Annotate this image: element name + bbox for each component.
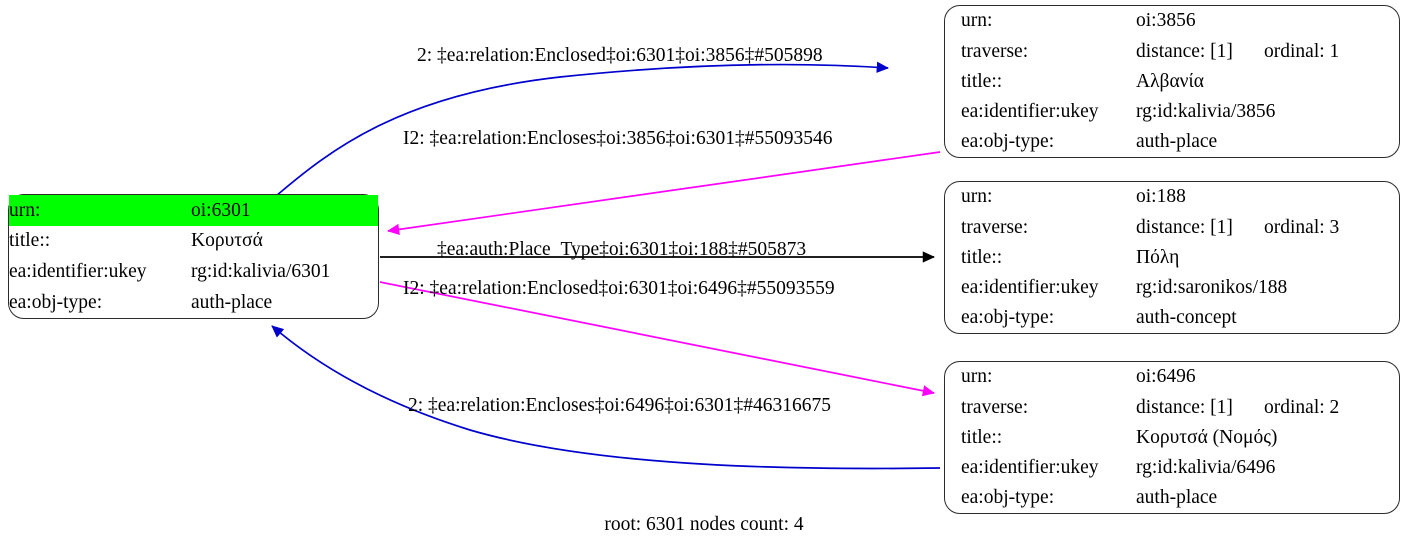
node-row-objtype: ea:obj-type: auth-place (945, 127, 1399, 157)
node-root-key-title: title:: (9, 230, 51, 252)
node-6496-key-ukey: ea:identifier:ukey (961, 456, 1099, 478)
node-3856-key-traverse: traverse: (961, 40, 1029, 62)
node-row-traverse: traverse: distance: [1] ordinal: 3 (945, 212, 1399, 242)
node-root-value-ukey: rg:id:kalivia/6301 (191, 261, 331, 283)
node-row-urn: urn: oi:3856 (945, 6, 1399, 36)
node-oi-6496[interactable]: urn: oi:6496 traverse: distance: [1] ordi… (944, 361, 1400, 514)
node-row-urn: urn: oi:6496 (945, 362, 1399, 392)
node-188-value-urn: oi:188 (1136, 186, 1186, 208)
node-row-traverse: traverse: distance: [1] ordinal: 1 (945, 36, 1399, 66)
node-3856-key-ukey: ea:identifier:ukey (961, 100, 1099, 122)
node-oi-188[interactable]: urn: oi:188 traverse: distance: [1] ordin… (944, 181, 1400, 334)
node-row-urn: urn: oi:6301 (9, 195, 378, 226)
node-6496-distance: distance: [1] (1136, 396, 1233, 418)
node-3856-value-objtype: auth-place (1136, 131, 1218, 153)
node-root-oi-6301[interactable]: urn: oi:6301 title:: Κορυτσά ea:identifi… (8, 194, 379, 319)
node-root-key-urn: urn: (9, 195, 191, 226)
node-row-title: title:: Πόλη (945, 242, 1399, 272)
node-3856-table: urn: oi:3856 traverse: distance: [1] ordi… (945, 6, 1399, 157)
node-row-ukey: ea:identifier:ukey rg:id:saronikos/188 (945, 273, 1399, 303)
node-6496-value-ukey: rg:id:kalivia/6496 (1136, 456, 1276, 478)
node-6496-ordinal: ordinal: 2 (1264, 396, 1340, 418)
node-root-value-objtype: auth-place (191, 291, 273, 313)
node-188-key-objtype: ea:obj-type: (961, 307, 1055, 329)
node-188-key-ukey: ea:identifier:ukey (961, 276, 1099, 298)
node-root-value-urn: oi:6301 (191, 195, 378, 226)
node-3856-distance: distance: [1] (1136, 40, 1233, 62)
node-6496-value-title: Κορυτσά (Νομός) (1136, 426, 1278, 448)
node-root-value-title: Κορυτσά (191, 230, 263, 252)
node-root-key-ukey: ea:identifier:ukey (9, 261, 147, 283)
node-6496-table: urn: oi:6496 traverse: distance: [1] ordi… (945, 362, 1399, 513)
node-6496-value-urn: oi:6496 (1136, 366, 1196, 388)
node-6496-value-objtype: auth-place (1136, 487, 1218, 509)
node-row-ukey: ea:identifier:ukey rg:id:kalivia/3856 (945, 97, 1399, 127)
node-3856-key-title: title:: (961, 70, 1003, 92)
node-188-value-objtype: auth-concept (1136, 307, 1237, 329)
node-root-key-objtype: ea:obj-type: (9, 291, 103, 313)
node-3856-key-urn: urn: (961, 10, 993, 32)
node-188-value-title: Πόλη (1136, 246, 1180, 268)
node-6496-key-traverse: traverse: (961, 396, 1029, 418)
node-row-objtype: ea:obj-type: auth-concept (945, 303, 1399, 333)
node-188-value-ukey: rg:id:saronikos/188 (1136, 276, 1288, 298)
node-6496-value-traverse: distance: [1] ordinal: 2 (1136, 392, 1399, 422)
node-row-objtype: ea:obj-type: auth-place (9, 287, 378, 318)
node-3856-value-traverse: distance: [1] ordinal: 1 (1136, 36, 1399, 66)
node-188-key-urn: urn: (961, 186, 993, 208)
node-188-value-traverse: distance: [1] ordinal: 3 (1136, 212, 1399, 242)
edge-label-place-type-188: ‡ea:auth:Place_Type‡oi:6301‡oi:188‡#5058… (437, 239, 807, 260)
node-3856-key-objtype: ea:obj-type: (961, 131, 1055, 153)
edge-label-encloses-3856: I2: ‡ea:relation:Encloses‡oi:3856‡oi:630… (403, 128, 833, 149)
node-row-urn: urn: oi:188 (945, 182, 1399, 212)
node-188-key-title: title:: (961, 246, 1003, 268)
node-row-ukey: ea:identifier:ukey rg:id:kalivia/6496 (945, 453, 1399, 483)
node-row-traverse: traverse: distance: [1] ordinal: 2 (945, 392, 1399, 422)
node-root-table: urn: oi:6301 title:: Κορυτσά ea:identifi… (9, 195, 378, 318)
edge-path-encloses-3856 (387, 151, 941, 235)
node-row-title: title:: Κορυτσά (Νομός) (945, 422, 1399, 452)
edge-label-encloses-6496: 2: ‡ea:relation:Encloses‡oi:6496‡oi:6301… (408, 395, 831, 416)
node-3856-value-title: Αλβανία (1136, 70, 1204, 92)
node-3856-value-ukey: rg:id:kalivia/3856 (1136, 100, 1276, 122)
node-row-title: title:: Αλβανία (945, 66, 1399, 96)
graph-caption: root: 6301 nodes count: 4 (604, 514, 804, 535)
node-oi-3856[interactable]: urn: oi:3856 traverse: distance: [1] ordi… (944, 5, 1400, 158)
node-3856-value-urn: oi:3856 (1136, 10, 1196, 32)
node-row-objtype: ea:obj-type: auth-place (945, 483, 1399, 513)
edge-label-enclosed-3856: 2: ‡ea:relation:Enclosed‡oi:6301‡oi:3856… (417, 45, 823, 66)
node-row-ukey: ea:identifier:ukey rg:id:kalivia/6301 (9, 257, 378, 288)
node-188-distance: distance: [1] (1136, 216, 1233, 238)
node-6496-key-objtype: ea:obj-type: (961, 487, 1055, 509)
node-188-key-traverse: traverse: (961, 216, 1029, 238)
node-6496-key-urn: urn: (961, 366, 993, 388)
node-row-title: title:: Κορυτσά (9, 226, 378, 257)
node-188-ordinal: ordinal: 3 (1264, 216, 1340, 238)
node-3856-ordinal: ordinal: 1 (1264, 40, 1340, 62)
node-6496-key-title: title:: (961, 426, 1003, 448)
node-188-table: urn: oi:188 traverse: distance: [1] ordin… (945, 182, 1399, 333)
edge-label-enclosed-6496: I2: ‡ea:relation:Enclosed‡oi:6301‡oi:649… (403, 278, 835, 299)
